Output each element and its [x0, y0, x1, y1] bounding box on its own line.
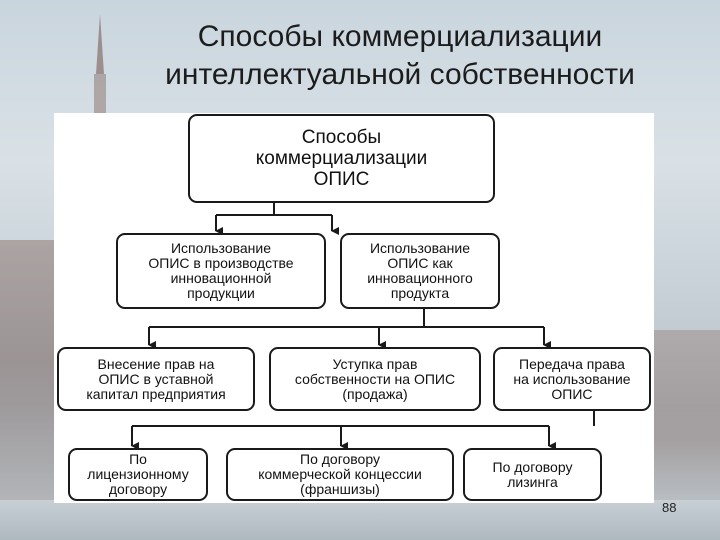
node-level2-use-rights: Передача права на использование ОПИС	[493, 347, 651, 411]
node-level2-charter-capital: Внесение прав на ОПИС в уставной капитал…	[57, 347, 255, 411]
diagram-connectors	[131, 203, 595, 450]
node-level1-production: Использование ОПИС в производстве иннова…	[116, 233, 326, 309]
node-level3-concession: По договору коммерческой концессии (фран…	[226, 448, 454, 501]
background-wall-right	[650, 330, 720, 510]
page-title: Способы коммерциализации интеллектуально…	[165, 20, 635, 91]
node-level1-product: Использование ОПИС как инновационного пр…	[340, 233, 500, 309]
page-number: 88	[662, 500, 677, 515]
diagram-panel: Способы коммерциализации ОПИС Использова…	[54, 113, 654, 503]
background-wall-left	[0, 240, 60, 540]
background-ground	[0, 500, 720, 540]
node-root: Способы коммерциализации ОПИС	[188, 114, 495, 203]
node-level3-leasing: По договору лизинга	[463, 448, 602, 501]
node-level3-license: По лицензионному договору	[68, 448, 208, 501]
node-level2-sale: Уступка прав собственности на ОПИС (прод…	[269, 347, 481, 411]
